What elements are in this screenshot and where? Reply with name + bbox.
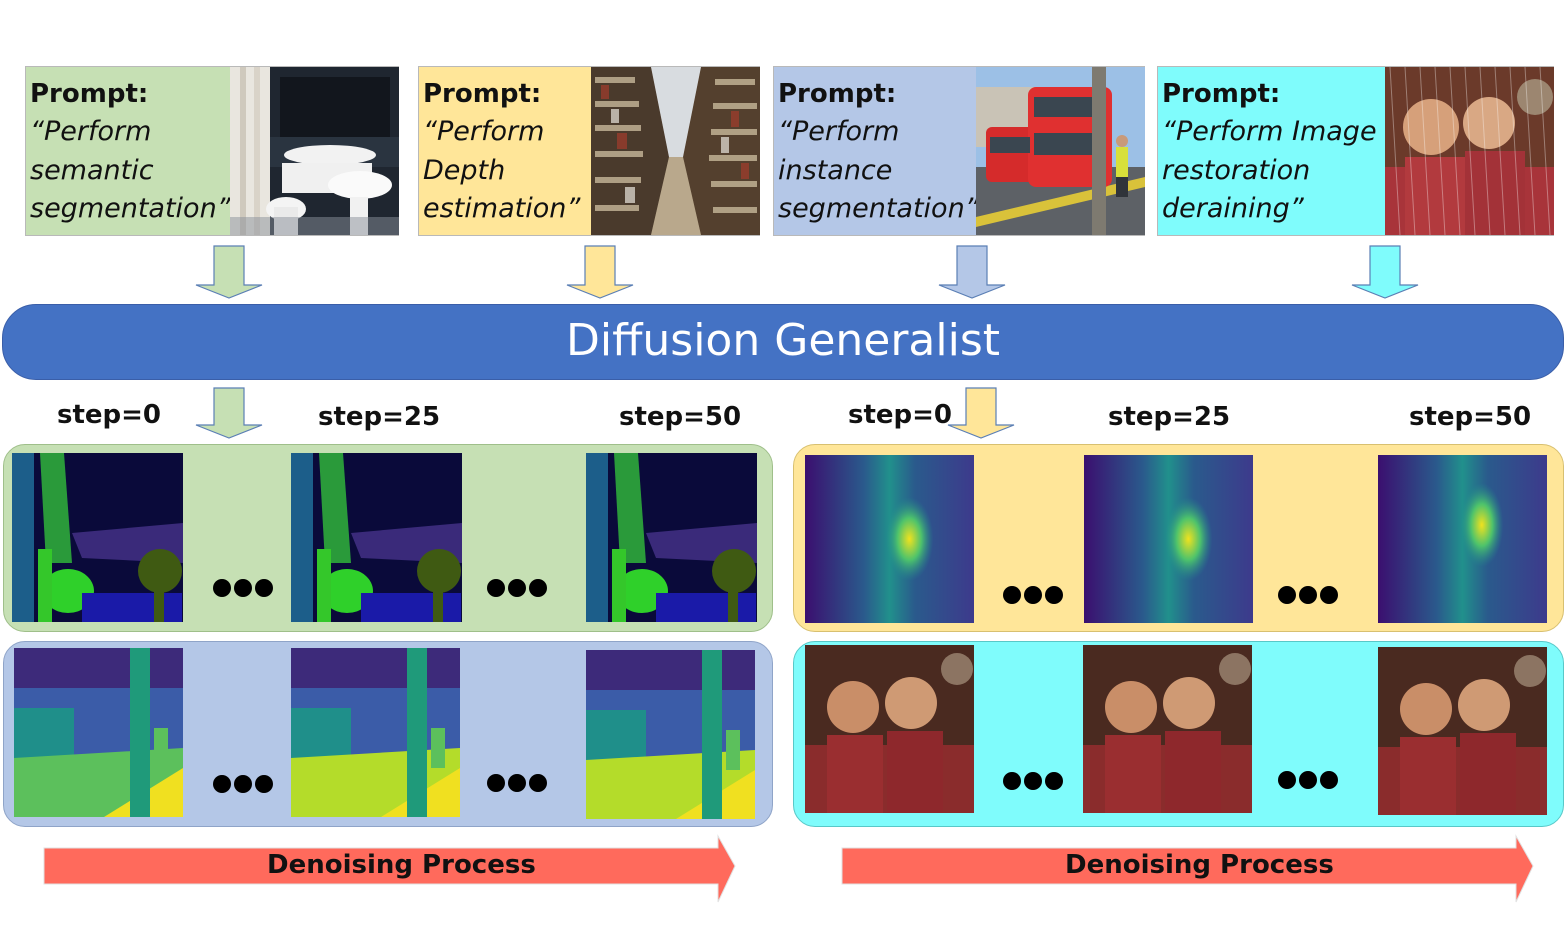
denoising-arrow-left <box>43 834 736 903</box>
step-label: step=0 <box>57 400 162 430</box>
model-title: Diffusion Generalist <box>565 315 1001 366</box>
prompt-label: Prompt: <box>423 79 542 109</box>
denoising-arrow-right <box>841 834 1534 903</box>
step-label: step=25 <box>1108 402 1231 432</box>
down-arrow-output-left <box>195 387 263 439</box>
diffusion-generalist-banner: Diffusion Generalist <box>2 304 1564 380</box>
semantic-map-step25 <box>291 453 462 622</box>
library-photo <box>591 67 760 235</box>
derained-image-step25 <box>1083 645 1252 813</box>
ellipsis-dots <box>1003 578 1066 612</box>
down-arrow-depth <box>566 245 634 299</box>
denoising-process-label: Denoising Process <box>267 850 536 880</box>
bus-street-photo <box>976 67 1145 235</box>
instance-map-step25 <box>291 648 460 817</box>
prompt-text: “Perform instance segmentation” <box>778 116 979 224</box>
prompt-text: “Perform Depth estimation” <box>423 116 581 224</box>
ellipsis-dots <box>487 766 550 800</box>
ellipsis-dots <box>487 571 550 605</box>
step-label: step=50 <box>1409 402 1532 432</box>
denoising-process-label: Denoising Process <box>1065 850 1334 880</box>
step-label: step=50 <box>619 402 742 432</box>
prompt-card-semantic: Prompt: “Perform semantic segmentation” <box>25 66 399 236</box>
ellipsis-dots <box>213 767 276 801</box>
prompt-label: Prompt: <box>778 79 897 109</box>
instance-map-step50 <box>586 650 755 819</box>
step-label: step=0 <box>848 400 953 430</box>
step-label: step=25 <box>318 402 441 432</box>
prompt-card-deraining: Prompt: “Perform Image restoration derai… <box>1157 66 1554 236</box>
depth-map-step50 <box>1378 455 1547 623</box>
rainy-children-photo <box>1385 67 1554 235</box>
prompt-card-depth: Prompt: “Perform Depth estimation” <box>418 66 760 236</box>
down-arrow-semantic <box>195 245 263 299</box>
prompt-card-instance: Prompt: “Perform instance segmentation” <box>773 66 1145 236</box>
semantic-map-step0 <box>12 453 183 622</box>
bathroom-photo <box>230 67 399 235</box>
prompt-text: “Perform semantic segmentation” <box>30 116 231 224</box>
instance-map-step0 <box>14 648 183 817</box>
ellipsis-dots <box>1278 763 1341 797</box>
down-arrow-instance <box>938 245 1006 299</box>
ellipsis-dots <box>213 571 276 605</box>
ellipsis-dots <box>1003 764 1066 798</box>
depth-map-step0 <box>805 455 974 623</box>
down-arrow-deraining <box>1351 245 1419 299</box>
depth-map-step25 <box>1084 455 1253 623</box>
ellipsis-dots <box>1278 578 1341 612</box>
semantic-map-step50 <box>586 453 757 622</box>
derained-image-step50 <box>1378 647 1547 815</box>
down-arrow-output-right <box>947 387 1015 439</box>
derained-image-step0 <box>805 645 974 813</box>
prompt-label: Prompt: <box>30 79 149 109</box>
prompt-text: “Perform Image restoration deraining” <box>1162 116 1377 224</box>
prompt-label: Prompt: <box>1162 79 1281 109</box>
